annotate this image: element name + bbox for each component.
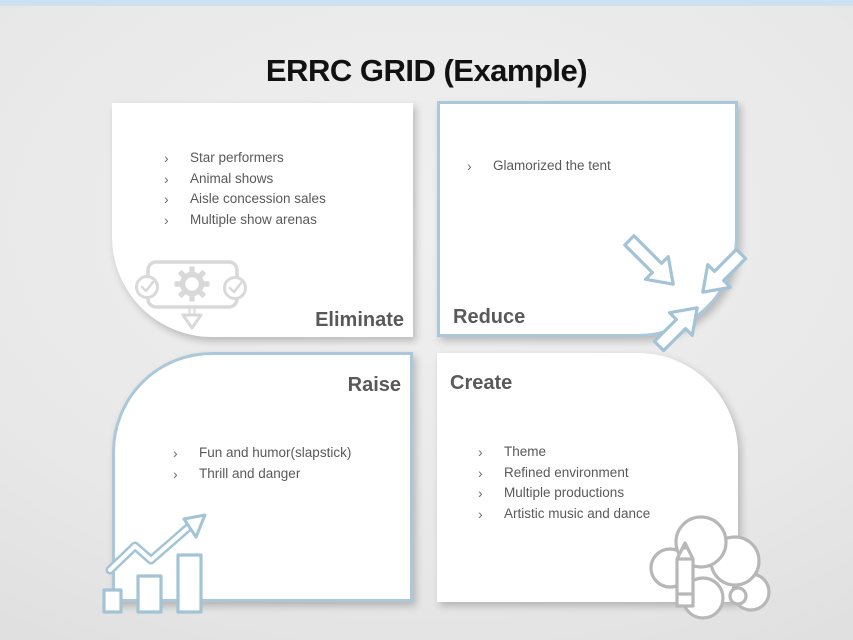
collapse-arrows-icon xyxy=(616,227,754,359)
quadrant-reduce: › Glamorized the tent Reduce xyxy=(437,101,738,337)
bullet-chevron-icon: › xyxy=(478,464,483,481)
list-item: › Fun and humor(slapstick) xyxy=(173,443,351,464)
list-item: › Artistic music and dance xyxy=(478,504,650,525)
create-label: Create xyxy=(450,372,513,394)
bullet-chevron-icon: › xyxy=(164,211,169,228)
bullet-chevron-icon: › xyxy=(173,465,178,482)
raise-list: › Fun and humor(slapstick) › Thrill and da… xyxy=(173,443,351,484)
reduce-list: › Glamorized the tent xyxy=(467,156,611,177)
list-item-text: Multiple show arenas xyxy=(190,211,317,227)
bullet-chevron-icon: › xyxy=(478,444,483,460)
create-list: › Theme › Refined environment › Multiple pr… xyxy=(478,442,650,524)
eliminate-label: Eliminate xyxy=(315,309,404,331)
bullet-chevron-icon: › xyxy=(478,485,483,501)
list-item-text: Star performers xyxy=(190,150,284,165)
list-item-text: Refined environment xyxy=(504,464,629,480)
reduce-label: Reduce xyxy=(453,306,526,328)
bullet-chevron-icon: › xyxy=(478,505,483,522)
list-item: › Animal shows xyxy=(164,169,326,190)
list-item-text: Theme xyxy=(504,444,547,459)
top-accent-strip xyxy=(0,0,853,6)
raise-label: Raise xyxy=(347,374,401,396)
list-item-text: Artistic music and dance xyxy=(504,505,651,521)
eliminate-list: › Star performers › Animal shows › Aisle co… xyxy=(164,148,326,230)
list-item: › Aisle concession sales xyxy=(164,189,326,210)
list-item-text: Fun and humor(slapstick) xyxy=(199,445,352,460)
bullet-chevron-icon: › xyxy=(467,158,472,174)
bullet-chevron-icon: › xyxy=(164,170,169,187)
list-item-text: Multiple productions xyxy=(504,485,625,500)
list-item: › Refined environment xyxy=(478,463,650,484)
quadrant-raise: › Fun and humor(slapstick) › Thrill and da… xyxy=(112,352,413,602)
growth-chart-arrow-icon xyxy=(102,513,207,614)
list-item-text: Animal shows xyxy=(190,170,274,186)
list-item: › Thrill and danger xyxy=(173,464,351,485)
list-item: › Multiple show arenas xyxy=(164,210,326,231)
list-item-text: Glamorized the tent xyxy=(493,158,611,173)
list-item-text: Thrill and danger xyxy=(199,465,301,481)
cloud-pencil-icon xyxy=(649,515,771,620)
list-item: › Theme xyxy=(478,442,650,463)
bullet-chevron-icon: › xyxy=(164,191,169,207)
bullet-chevron-icon: › xyxy=(173,445,178,461)
list-item: › Star performers xyxy=(164,148,326,169)
slide-title: ERRC GRID (Example) xyxy=(265,52,588,88)
bullet-chevron-icon: › xyxy=(164,150,169,166)
list-item-text: Aisle concession sales xyxy=(190,191,326,206)
signboard-gear-checks-icon xyxy=(135,260,247,330)
list-item: › Glamorized the tent xyxy=(467,156,611,177)
list-item: › Multiple productions xyxy=(478,483,650,504)
